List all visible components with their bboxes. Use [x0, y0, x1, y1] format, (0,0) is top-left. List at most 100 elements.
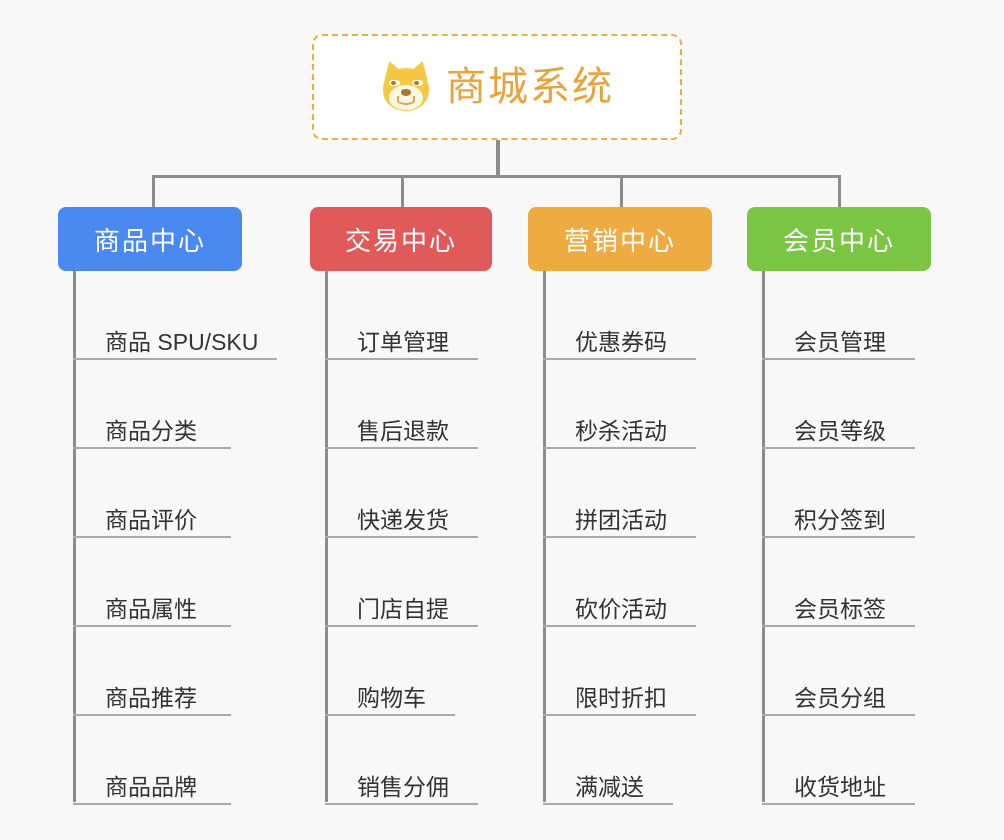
connector-drop-3 — [620, 175, 623, 209]
root-title: 商城系统 — [446, 65, 614, 109]
leaf-rule — [325, 536, 478, 538]
list-item[interactable]: 商品评价 — [73, 449, 268, 538]
dog-mouth-icon — [397, 96, 415, 105]
branch-header-3[interactable]: 营销中心 — [528, 207, 712, 271]
leaf-label: 会员标签 — [794, 596, 886, 622]
leaf-label: 拼团活动 — [575, 507, 667, 533]
leaf-label: 销售分佣 — [357, 774, 449, 800]
leaf-rule — [73, 803, 231, 805]
branch-header-3-label: 营销中心 — [563, 225, 676, 256]
leaf-rule — [543, 714, 696, 716]
list-item[interactable]: 限时折扣 — [543, 627, 696, 716]
list-item[interactable]: 订单管理 — [325, 271, 478, 360]
connector-root-stem — [496, 140, 500, 178]
leaf-label: 积分签到 — [794, 507, 886, 533]
leaf-label: 收货地址 — [794, 774, 886, 800]
leaf-label: 门店自提 — [357, 596, 449, 622]
list-item[interactable]: 秒杀活动 — [543, 360, 696, 449]
leaf-label: 限时折扣 — [575, 685, 667, 711]
root-node-shop-system[interactable]: 商城系统 — [312, 34, 682, 140]
list-item[interactable]: 商品 SPU/SKU — [73, 271, 277, 360]
leaf-rule — [543, 803, 673, 805]
leaf-label: 商品属性 — [105, 596, 197, 622]
list-item[interactable]: 售后退款 — [325, 360, 478, 449]
branch-header-1[interactable]: 商品中心 — [58, 207, 242, 271]
list-item[interactable]: 会员标签 — [762, 538, 915, 627]
leaf-label: 优惠券码 — [575, 329, 667, 355]
list-item[interactable]: 门店自提 — [325, 538, 478, 627]
leaf-label: 快递发货 — [357, 507, 449, 533]
branch-header-2-label: 交易中心 — [344, 225, 457, 256]
branch-header-4-label: 会员中心 — [782, 225, 895, 256]
dog-nose-icon — [401, 89, 411, 96]
leaf-rule — [73, 714, 231, 716]
leaf-label: 会员管理 — [794, 329, 886, 355]
leaf-rule — [543, 625, 696, 627]
connector-drop-2 — [401, 175, 404, 209]
leaf-label: 满减送 — [575, 774, 644, 800]
leaf-label: 会员分组 — [794, 685, 886, 711]
list-item[interactable]: 购物车 — [325, 627, 459, 716]
shiba-dog-face-icon — [378, 58, 434, 113]
list-item[interactable]: 优惠券码 — [543, 271, 696, 360]
branch-column-2: 交易中心 订单管理 售后退款 快递发货 门店自提 购物车 — [310, 207, 492, 805]
branch-header-4[interactable]: 会员中心 — [747, 207, 931, 271]
dog-eye-right-icon — [412, 80, 423, 86]
leaf-rule — [543, 447, 696, 449]
leaf-rule — [762, 714, 915, 716]
leaf-rule — [543, 358, 696, 360]
branch-leaf-list-3: 优惠券码 秒杀活动 拼团活动 砍价活动 限时折扣 满减送 — [543, 271, 696, 805]
list-item[interactable]: 积分签到 — [762, 449, 915, 538]
branch-leaf-list-1: 商品 SPU/SKU 商品分类 商品评价 商品属性 商品推荐 商品品牌 — [73, 271, 277, 805]
leaf-rule — [762, 536, 915, 538]
leaf-label: 购物车 — [357, 685, 426, 711]
branch-header-1-label: 商品中心 — [93, 225, 206, 256]
list-item[interactable]: 会员等级 — [762, 360, 915, 449]
branch-leaf-list-4: 会员管理 会员等级 积分签到 会员标签 会员分组 收货地址 — [762, 271, 915, 805]
connector-drop-4 — [838, 175, 841, 209]
list-item[interactable]: 会员管理 — [762, 271, 915, 360]
leaf-label: 砍价活动 — [575, 596, 667, 622]
list-item[interactable]: 快递发货 — [325, 449, 478, 538]
list-item[interactable]: 商品品牌 — [73, 716, 268, 805]
leaf-label: 商品推荐 — [105, 685, 197, 711]
leaf-rule — [73, 447, 231, 449]
leaf-label: 商品品牌 — [105, 774, 197, 800]
list-item[interactable]: 商品分类 — [73, 360, 268, 449]
list-item[interactable]: 满减送 — [543, 716, 677, 805]
connector-drop-1 — [152, 175, 155, 209]
leaf-rule — [762, 358, 915, 360]
leaf-label: 商品分类 — [105, 418, 197, 444]
leaf-label: 订单管理 — [357, 329, 449, 355]
leaf-rule — [325, 447, 478, 449]
leaf-rule — [73, 625, 231, 627]
leaf-rule — [762, 625, 915, 627]
branch-column-1: 商品中心 商品 SPU/SKU 商品分类 商品评价 商品属性 商品推荐 — [58, 207, 277, 805]
list-item[interactable]: 拼团活动 — [543, 449, 696, 538]
leaf-label: 会员等级 — [794, 418, 886, 444]
leaf-label: 商品评价 — [105, 507, 197, 533]
leaf-rule — [325, 625, 478, 627]
list-item[interactable]: 商品推荐 — [73, 627, 268, 716]
branch-leaf-list-2: 订单管理 售后退款 快递发货 门店自提 购物车 销售分佣 — [325, 271, 478, 805]
leaf-label: 售后退款 — [357, 418, 449, 444]
connector-bus — [152, 175, 840, 178]
leaf-rule — [762, 803, 915, 805]
branch-column-3: 营销中心 优惠券码 秒杀活动 拼团活动 砍价活动 限时折扣 — [528, 207, 712, 805]
dog-eye-left-icon — [389, 80, 400, 86]
leaf-rule — [325, 714, 455, 716]
leaf-rule — [325, 803, 478, 805]
leaf-rule — [325, 358, 478, 360]
list-item[interactable]: 商品属性 — [73, 538, 268, 627]
list-item[interactable]: 销售分佣 — [325, 716, 478, 805]
list-item[interactable]: 收货地址 — [762, 716, 915, 805]
leaf-rule — [762, 447, 915, 449]
leaf-rule — [73, 358, 277, 360]
leaf-rule — [73, 536, 231, 538]
leaf-rule — [543, 536, 696, 538]
list-item[interactable]: 砍价活动 — [543, 538, 696, 627]
leaf-label: 秒杀活动 — [575, 418, 667, 444]
branch-header-2[interactable]: 交易中心 — [310, 207, 492, 271]
list-item[interactable]: 会员分组 — [762, 627, 915, 716]
